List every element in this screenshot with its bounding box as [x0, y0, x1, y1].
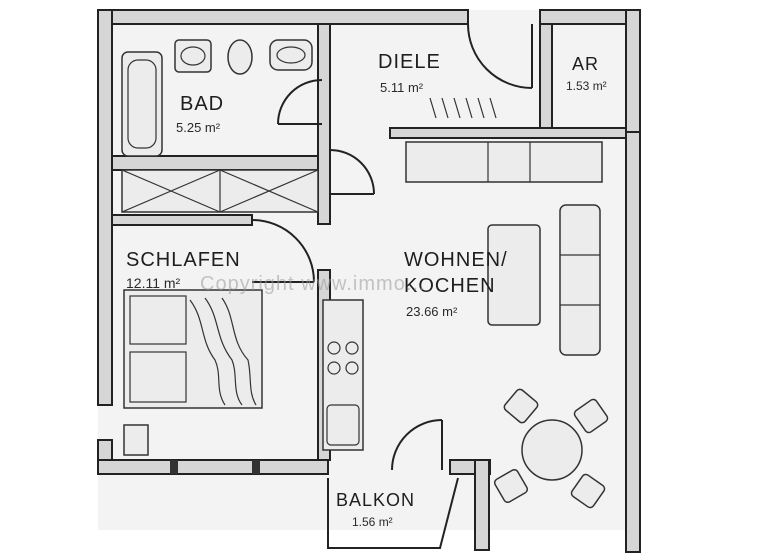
door-arc-bad — [277, 79, 323, 125]
wardrobe — [121, 169, 319, 213]
bidet — [269, 39, 313, 71]
door-arc-entry — [467, 23, 533, 89]
room-name-diele: DIELE — [378, 51, 441, 73]
hatch-marks — [429, 97, 497, 119]
coffee-table — [487, 224, 541, 326]
dining-chair — [503, 388, 539, 424]
nightstand — [123, 424, 149, 456]
kitchen-counter — [322, 299, 364, 451]
room-area-balkon: 1.56 m² — [352, 515, 393, 529]
window — [170, 460, 260, 474]
door-arc-schlafen — [251, 219, 315, 283]
washbasin — [174, 39, 212, 73]
door-arc-balkon — [391, 419, 443, 471]
outer-walls — [97, 9, 641, 553]
dining-chair — [573, 398, 609, 434]
room-name-kochen: KOCHEN — [404, 275, 496, 297]
room-area-wohnen: 23.66 m² — [406, 304, 458, 319]
room-name-bad: BAD — [180, 93, 224, 115]
room-area-diele: 5.11 m² — [380, 80, 424, 95]
bathtub — [121, 51, 163, 157]
wall-unit — [405, 141, 603, 183]
room-area-schlafen: 12.11 m² — [126, 275, 181, 291]
watermark-text: Copyright www.immo... — [200, 273, 426, 295]
door-arc-diele — [329, 149, 375, 195]
sofa — [559, 204, 601, 356]
room-name-schlafen: SCHLAFEN — [126, 249, 241, 271]
bed — [123, 289, 263, 409]
room-name-balkon: BALKON — [336, 490, 415, 510]
room-name-wohnen: WOHNEN/ — [404, 249, 508, 271]
dining-chair — [493, 468, 529, 504]
room-area-bad: 5.25 m² — [176, 120, 221, 135]
room-name-ar: AR — [572, 54, 599, 74]
dining-chair — [570, 473, 606, 509]
balcony-outline — [327, 477, 459, 549]
room-area-ar: 1.53 m² — [566, 79, 607, 93]
dining-table — [521, 419, 583, 481]
toilet — [227, 39, 253, 75]
